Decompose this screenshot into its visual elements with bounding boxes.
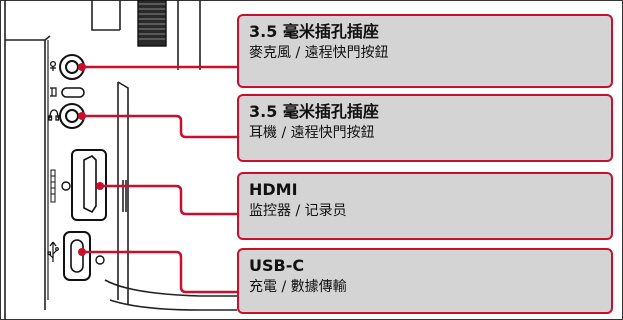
leader-lines <box>82 65 237 294</box>
callout-title: 3.5 毫米插孔插座 <box>249 102 379 121</box>
headphone-icon <box>48 109 60 121</box>
callout-title: 3.5 毫米插孔插座 <box>249 22 379 41</box>
leader-dots <box>78 63 104 256</box>
callout-description: 耳機 / 遠程快門按鈕 <box>249 125 375 141</box>
callout-description: 监控器 / 记录员 <box>249 203 347 219</box>
control-dial <box>137 0 167 47</box>
divider-pill <box>61 87 85 98</box>
callout-headphone-jack: 3.5 毫米插孔插座 耳機 / 遠程快門按鈕 <box>237 94 613 162</box>
callout-title: HDMI <box>249 180 298 199</box>
callout-mic-jack: 3.5 毫米插孔插座 麥克風 / 遠程快門按鈕 <box>237 14 613 88</box>
hdmi-icon <box>50 169 56 203</box>
remote-icon <box>50 87 57 97</box>
callout-description: 充電 / 數據傳輸 <box>249 279 347 295</box>
callout-description: 麥克風 / 遠程快門按鈕 <box>249 45 389 61</box>
microphone-icon <box>49 60 57 71</box>
usb-icon <box>47 241 59 262</box>
camera-body <box>4 0 237 320</box>
usb-c-port <box>63 231 105 281</box>
callout-usb-c: USB-C 充電 / 數據傳輸 <box>237 248 613 314</box>
callout-title: USB-C <box>249 256 305 275</box>
callout-hdmi: HDMI 监控器 / 记录员 <box>237 172 613 240</box>
